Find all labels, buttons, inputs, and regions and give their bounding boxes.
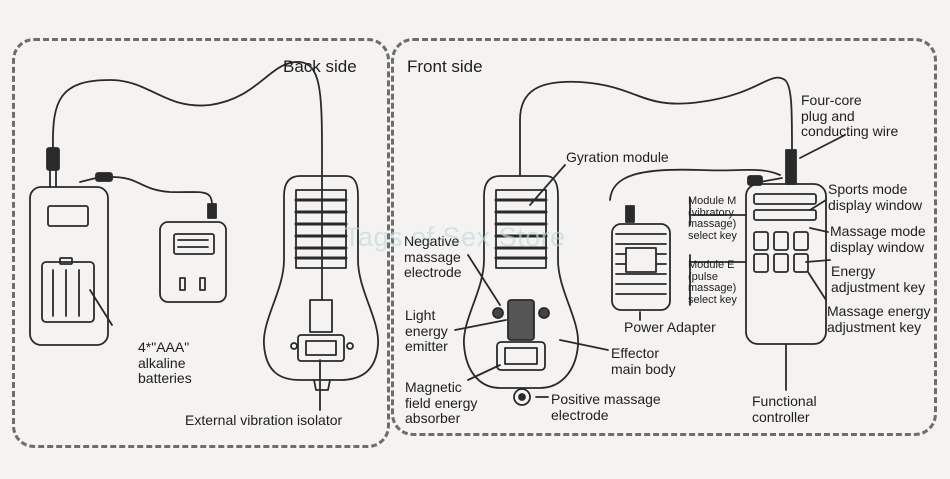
- functional-controller: [745, 149, 827, 345]
- front-effector: [463, 175, 579, 406]
- positive-electrode-label: Positive massage electrode: [551, 391, 661, 423]
- massage-display-label: Massage mode display window: [830, 223, 926, 255]
- sports-display-label: Sports mode display window: [828, 181, 923, 213]
- back-side-panel: [12, 38, 390, 448]
- four-core-label: Four-core plug and conducting wire: [801, 92, 899, 140]
- light-emitter-label: Light energy emitter: [405, 307, 448, 355]
- front-power-adapter: [609, 168, 781, 311]
- vibration-isolator-label: External vibration isolator: [185, 412, 343, 428]
- module-m-label: Module M (vibratory massage) select key: [688, 195, 737, 242]
- back-effector: [263, 175, 379, 391]
- module-e-label: Module E (pulse massage) select key: [688, 259, 737, 306]
- magnetic-absorber-label: Magnetic field energy absorber: [405, 379, 478, 427]
- energy-key-label: Energy adjustment key: [831, 263, 926, 295]
- front-side-title: Front side: [407, 57, 483, 76]
- front-side-panel: [391, 38, 937, 436]
- watermark: Tags of Sex Store: [344, 222, 566, 252]
- effector-label: Effector main body: [611, 345, 676, 377]
- power-adapter-label: Power Adapter: [624, 319, 716, 335]
- massage-energy-key-label: Massage energy adjustment key: [827, 303, 931, 335]
- negative-electrode-label: Negative massage electrode: [404, 233, 462, 281]
- battery-compartment: [29, 186, 109, 346]
- functional-controller-label: Functional controller: [752, 393, 817, 425]
- batteries-label: 4*"AAA" alkaline batteries: [138, 339, 192, 387]
- gyration-module-label: Gyration module: [566, 149, 669, 165]
- back-adapter: [159, 203, 227, 303]
- back-side-title: Back side: [283, 57, 357, 76]
